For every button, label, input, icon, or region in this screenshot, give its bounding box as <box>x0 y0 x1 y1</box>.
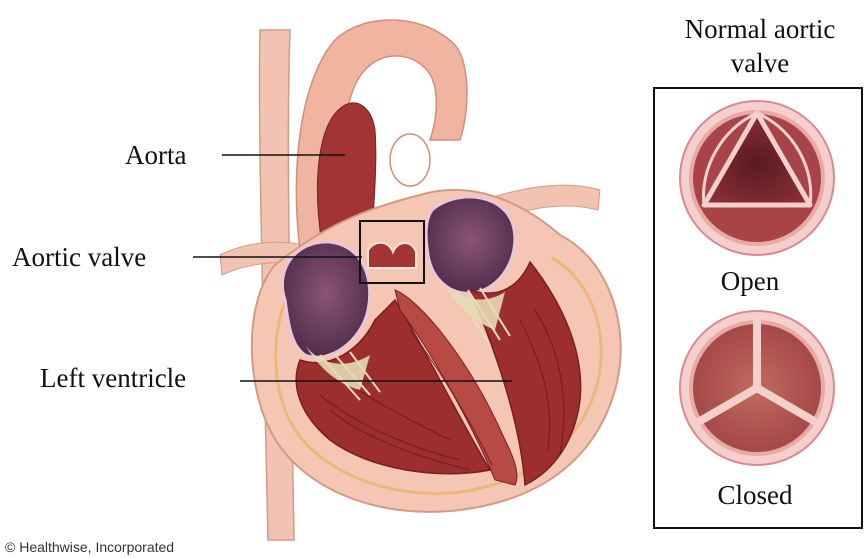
inset-title-line1: Normal aortic <box>685 14 836 44</box>
closed-valve-illustration <box>680 311 834 465</box>
copyright-notice: © Healthwise, Incorporated <box>5 539 174 555</box>
label-aorta-text: Aorta <box>125 140 186 170</box>
label-left-ventricle-text: Left ventricle <box>40 363 186 393</box>
aorta-opening <box>390 134 430 186</box>
closed-valve-label: Closed <box>717 480 793 510</box>
valve-inset: Normal aortic valve Open Closed <box>654 14 862 528</box>
right-atrium <box>426 197 515 293</box>
inset-title-line2: valve <box>731 48 789 78</box>
label-aortic-valve-text: Aortic valve <box>12 242 146 272</box>
open-valve-label: Open <box>721 266 780 296</box>
heart-illustration <box>220 20 621 540</box>
open-valve-illustration <box>680 101 834 255</box>
